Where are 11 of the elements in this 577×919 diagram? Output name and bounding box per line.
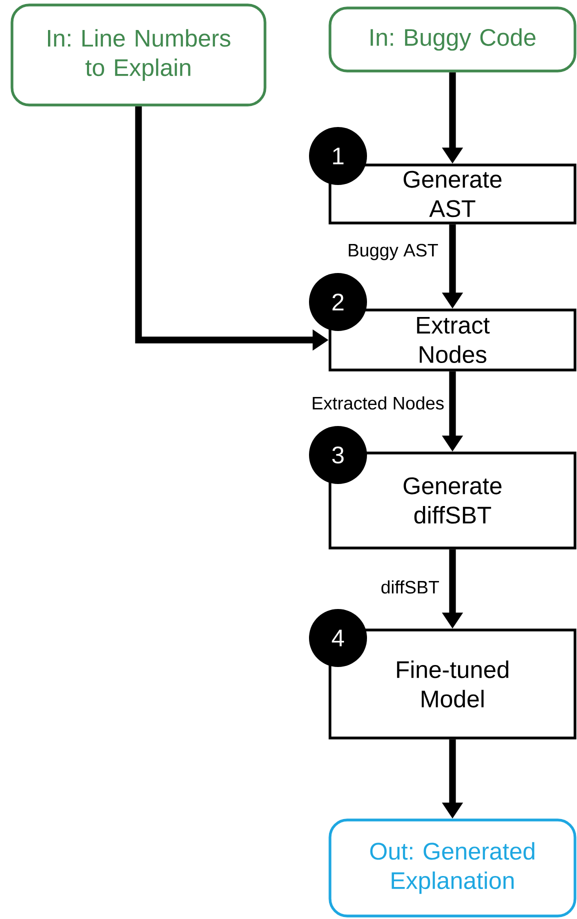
input-box: In: Buggy Code bbox=[328, 6, 576, 72]
step-number-badge: 4 bbox=[309, 609, 367, 667]
output-box: Out: Generated Explanation bbox=[328, 818, 576, 918]
edge-label: Buggy AST bbox=[346, 242, 440, 262]
step-number-badge: 1 bbox=[309, 127, 367, 185]
step-number-badge: 2 bbox=[309, 273, 367, 331]
input-box: In: Line Numbers to Explain bbox=[10, 4, 266, 106]
edge-label: Extracted Nodes bbox=[310, 395, 446, 411]
step-number-badge: 3 bbox=[309, 426, 367, 484]
process-box: Generate AST bbox=[328, 164, 576, 224]
edge-label: diffSBT bbox=[379, 579, 441, 595]
